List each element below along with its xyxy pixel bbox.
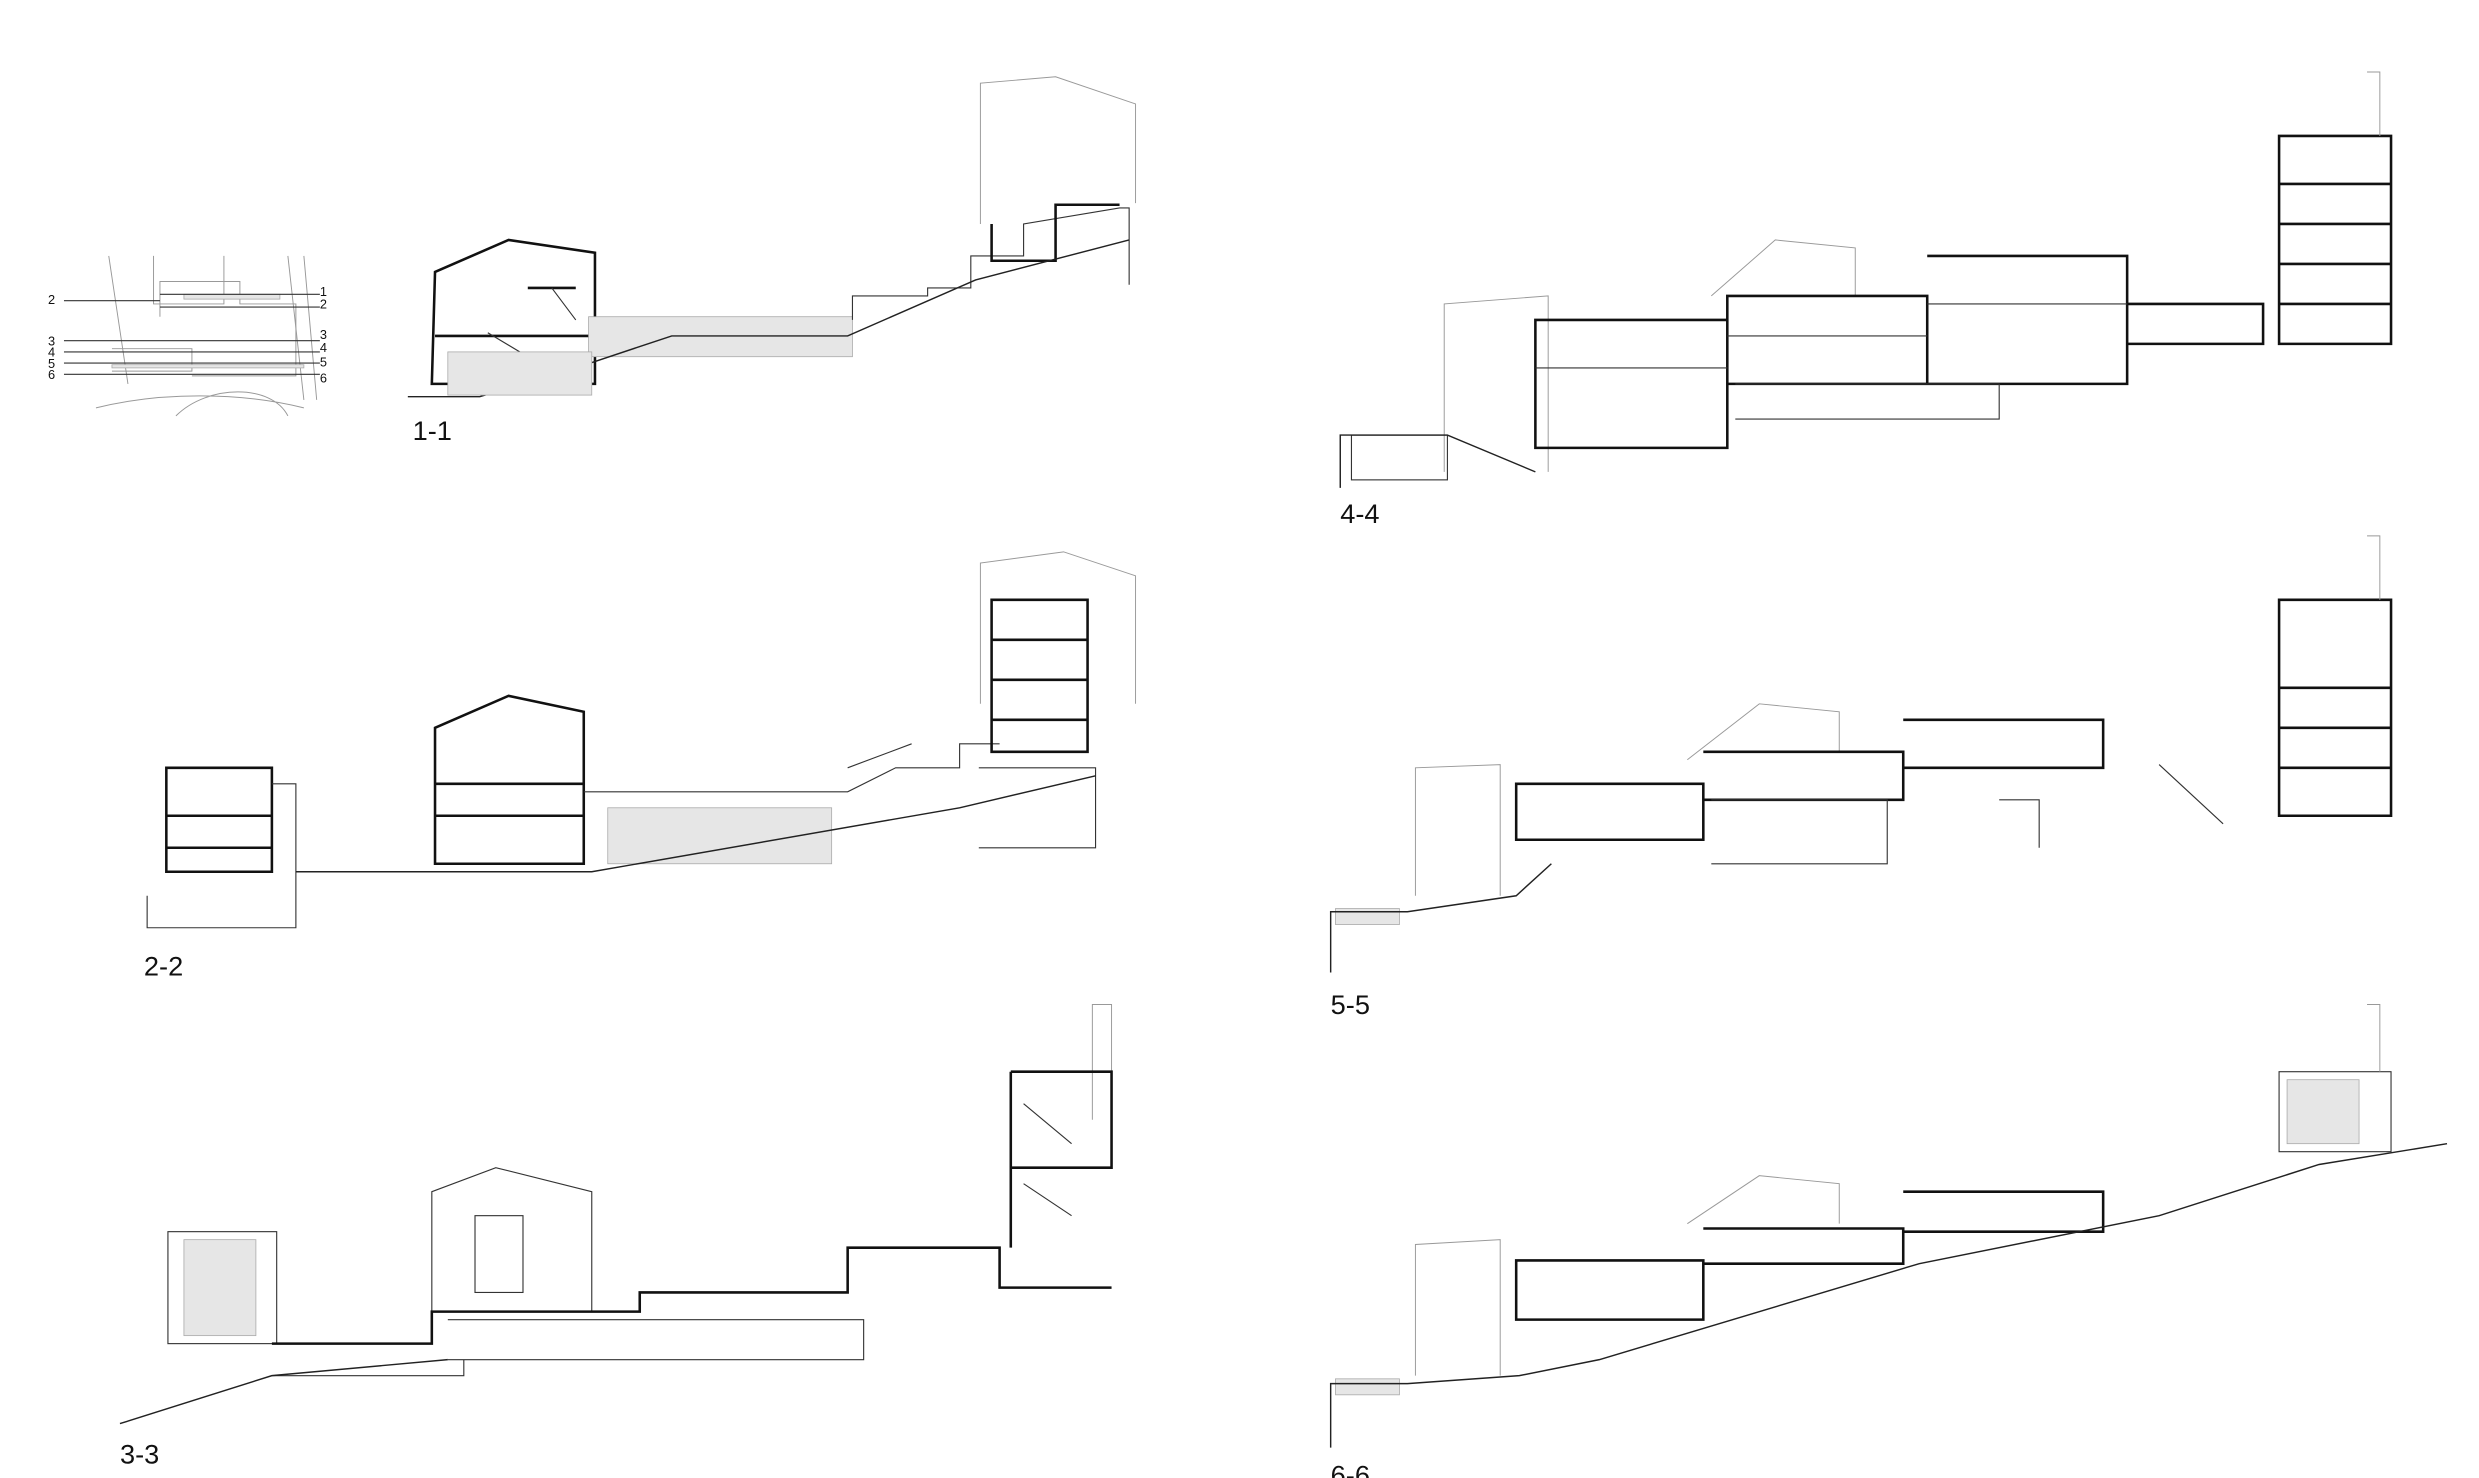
section-label-6-6: 6-6 <box>1331 1459 1370 1478</box>
section-6-6: 6-6 <box>1329 1004 2448 1478</box>
key-plan: 2 3 4 5 6 1 2 3 4 5 6 <box>48 255 327 417</box>
key-marker-left: 4 <box>48 345 55 360</box>
section-label-5-5: 5-5 <box>1331 989 1370 1020</box>
section-label-3-3: 3-3 <box>120 1439 159 1470</box>
section-2-2: 2-2 <box>144 551 1137 982</box>
key-marker-right: 6 <box>320 370 327 385</box>
section-label-1-1: 1-1 <box>413 415 452 446</box>
key-marker-right: 5 <box>320 354 327 369</box>
key-marker-left: 2 <box>48 292 55 307</box>
section-5-5: 5-5 <box>1329 535 2393 1020</box>
key-marker-right: 1 <box>320 284 327 299</box>
section-label-2-2: 2-2 <box>144 951 183 982</box>
key-marker-right: 4 <box>320 340 327 355</box>
section-3-3: 3-3 <box>119 1004 1113 1470</box>
section-4-4: 4-4 <box>1339 71 2393 529</box>
section-label-4-4: 4-4 <box>1340 498 1379 529</box>
key-marker-left: 6 <box>48 367 55 382</box>
key-marker-left: 5 <box>48 356 55 371</box>
key-marker-left: 3 <box>48 334 55 349</box>
key-marker-right: 2 <box>320 297 327 312</box>
section-1-1: 1-1 <box>407 76 1137 446</box>
key-marker-right: 3 <box>320 327 327 342</box>
